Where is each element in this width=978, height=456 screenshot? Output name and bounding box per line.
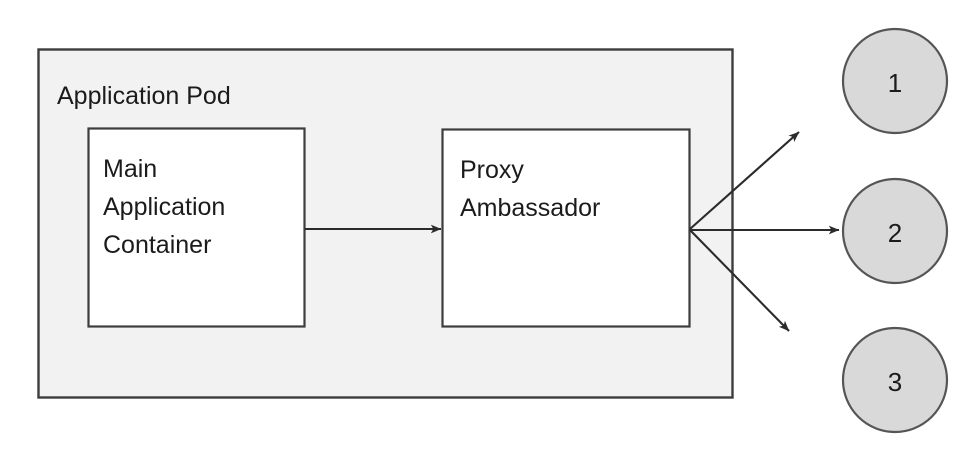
connector-proxy-to-service-3 [689,229,790,332]
service-1-circle [841,27,949,135]
service-1-label: 1 [888,68,902,98]
service-node-3[interactable]: 3 [841,326,949,434]
service-2-circle [841,177,949,285]
main-application-container[interactable]: Main Application Container [87,127,306,328]
service-2-label: 2 [888,218,902,248]
application-pod-label: Application Pod [57,82,231,110]
service-3-circle [841,326,949,434]
service-node-2[interactable]: 2 [841,177,949,285]
proxy-ambassador-label-line1: Proxy [460,156,524,184]
connector-proxy-to-service-1 [689,131,800,230]
proxy-ambassador-label-line2: Ambassador [460,194,600,222]
main-application-container-label-line2: Application [103,193,225,221]
proxy-ambassador-box [441,128,691,328]
service-node-1[interactable]: 1 [841,27,949,135]
main-application-container-box [87,127,306,328]
proxy-ambassador-container[interactable]: Proxy Ambassador [441,128,691,328]
main-application-container-label-line1: Main [103,155,157,183]
service-3-label: 3 [888,367,902,397]
main-application-container-label-line3: Container [103,231,211,259]
